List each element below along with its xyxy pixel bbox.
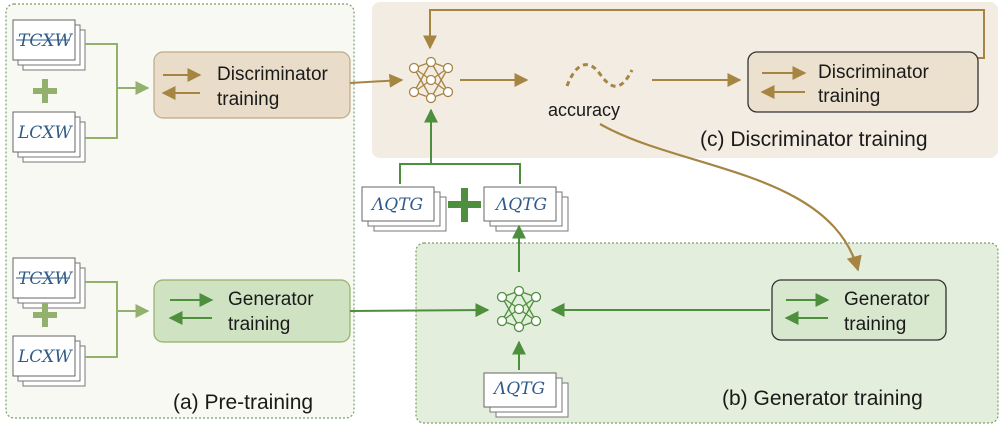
accuracy-to-generator-arrow bbox=[599, 123, 862, 272]
pretrain-disc-to-network-arrow bbox=[349, 73, 404, 88]
gen-input-captcha-stack: ΛQTG bbox=[483, 372, 569, 418]
box-line1: Discriminator bbox=[818, 62, 930, 83]
accuracy-label: accuracy bbox=[548, 100, 620, 120]
captcha-text: TCXW bbox=[18, 269, 73, 289]
box-line2: training bbox=[818, 86, 880, 107]
box-line1: Discriminator bbox=[217, 64, 329, 85]
pretrain-gen-to-network-arrow bbox=[349, 303, 490, 318]
fake-real-bracket bbox=[399, 108, 521, 184]
box-line2: training bbox=[228, 314, 290, 335]
real-captcha-stack-gen-top: TCXW bbox=[12, 257, 86, 309]
synthetic-captcha-stack-right: ΛQTG bbox=[483, 186, 569, 232]
plus-icon bbox=[33, 303, 57, 327]
generator-network-icon bbox=[496, 285, 542, 333]
real-captcha-stack-top: TCXW bbox=[12, 19, 86, 71]
captcha-text: ΛQTG bbox=[492, 379, 545, 399]
captcha-text: LCXW bbox=[17, 123, 73, 143]
plus-icon bbox=[448, 188, 481, 222]
feedback-loop-arrow bbox=[423, 9, 985, 59]
generator-stage-box: Generator training bbox=[771, 279, 947, 341]
captcha-text: ΛQTG bbox=[370, 195, 423, 215]
pretrain-generator-box: Generator training bbox=[153, 279, 351, 343]
captcha-text: LCXW bbox=[17, 347, 73, 367]
box-line1: Generator bbox=[844, 289, 930, 310]
accuracy-curve-icon bbox=[565, 63, 634, 88]
discriminator-stage-box: Discriminator training bbox=[747, 51, 979, 113]
synthetic-captcha-stack-left: ΛQTG bbox=[361, 186, 447, 232]
plus-icon bbox=[33, 79, 57, 103]
panel-label-discriminator: (c) Discriminator training bbox=[700, 128, 928, 151]
bracket-connector-top bbox=[85, 43, 150, 139]
box-line1: Generator bbox=[228, 289, 314, 310]
real-captcha-stack-gen-bottom: LCXW bbox=[12, 335, 86, 387]
bracket-connector-bottom bbox=[85, 281, 150, 358]
pretrain-discriminator-box: Discriminator training bbox=[153, 51, 351, 119]
captcha-text: TCXW bbox=[18, 31, 73, 51]
real-captcha-stack-bottom: LCXW bbox=[12, 111, 86, 163]
panel-label-generator: (b) Generator training bbox=[722, 387, 923, 410]
discriminator-network-icon bbox=[408, 56, 454, 104]
panel-label-pretraining: (a) Pre-training bbox=[173, 391, 313, 414]
box-line2: training bbox=[844, 314, 906, 335]
captcha-text: ΛQTG bbox=[494, 195, 547, 215]
box-line2: training bbox=[217, 89, 279, 110]
